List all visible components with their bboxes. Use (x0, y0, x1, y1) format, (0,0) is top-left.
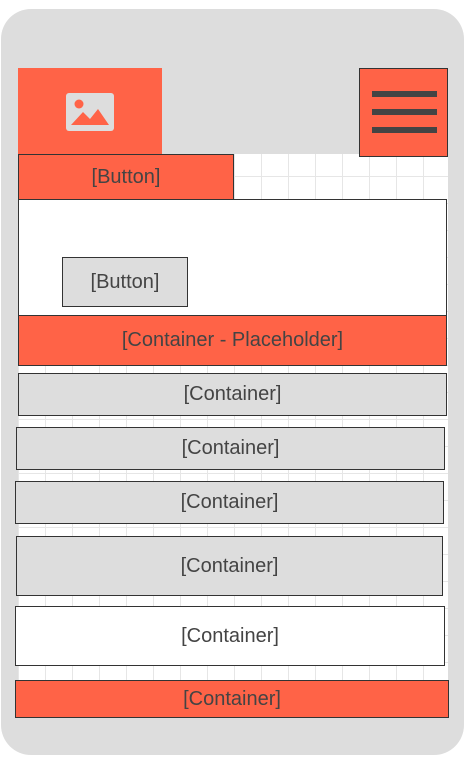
container-label: [Container] (181, 437, 280, 459)
container-label: [Container] (183, 383, 282, 405)
container-6: [Container] (15, 680, 449, 718)
container-1: [Container] (18, 373, 447, 416)
container-3: [Container] (15, 481, 444, 524)
container-label: [Container] (180, 491, 279, 513)
phone-frame: [Button] [Button] [Container - Placehold… (1, 9, 464, 755)
container-4: [Container] (16, 536, 443, 596)
hamburger-menu-icon[interactable] (359, 68, 448, 157)
screen: [Button] [Button] [Container - Placehold… (15, 68, 449, 718)
menu-line (372, 91, 437, 97)
top-button-label: [Button] (91, 166, 161, 188)
top-button[interactable]: [Button] (18, 154, 234, 201)
hero-container: [Button] (18, 199, 447, 316)
header-logo[interactable] (18, 68, 162, 154)
image-icon (66, 93, 114, 131)
container-5: [Container] (15, 606, 445, 666)
container-label: [Container] (181, 624, 279, 647)
placeholder-container: [Container - Placeholder] (18, 315, 447, 366)
hero-button[interactable]: [Button] (62, 257, 188, 307)
placeholder-label: [Container - Placeholder] (121, 329, 344, 351)
container-2: [Container] (16, 427, 445, 470)
menu-line (372, 109, 437, 115)
hero-button-label: [Button] (90, 270, 160, 293)
container-label: [Container] (180, 554, 279, 577)
header-bar (162, 68, 359, 154)
container-label: [Container] (183, 687, 281, 710)
menu-line (372, 127, 437, 133)
